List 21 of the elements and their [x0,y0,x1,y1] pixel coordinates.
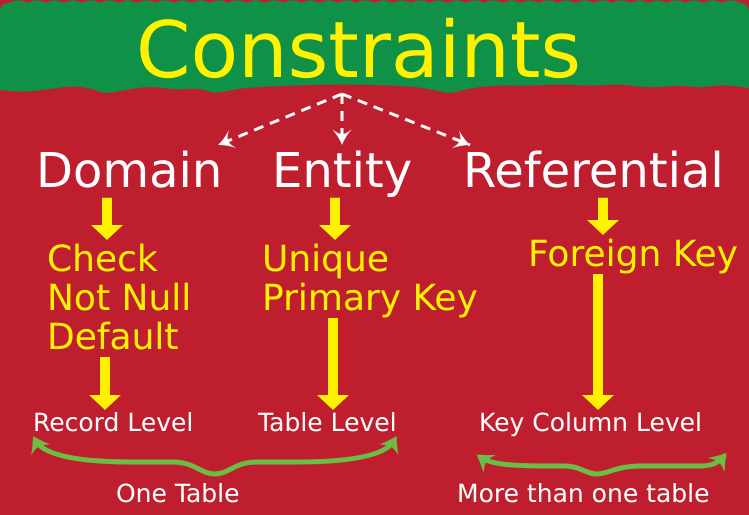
constraint-type-text: Check [47,240,158,279]
block-arrow [582,274,614,410]
category-heading: Entity [272,145,412,198]
constraint-type-text: Unique [262,240,389,279]
header-band [0,0,749,94]
block-arrow [587,198,619,235]
constraint-type-text: Default [47,318,179,357]
category-heading: Domain [36,145,222,198]
constraint-type-text: Primary Key [262,279,478,318]
constraint-type-text: Not Null [47,279,192,318]
title-text: Constraints [136,12,582,90]
level-label: Record Level [33,410,194,436]
scope-label: More than one table [457,481,710,507]
constraint-type-text: Foreign Key [528,235,738,274]
block-arrow [319,198,351,240]
block-arrow [317,318,349,410]
level-label: Key Column Level [479,410,702,436]
block-arrow [91,198,123,240]
level-label: Table Level [258,410,397,436]
category-heading: Referential [463,145,724,198]
block-arrow [89,357,121,410]
